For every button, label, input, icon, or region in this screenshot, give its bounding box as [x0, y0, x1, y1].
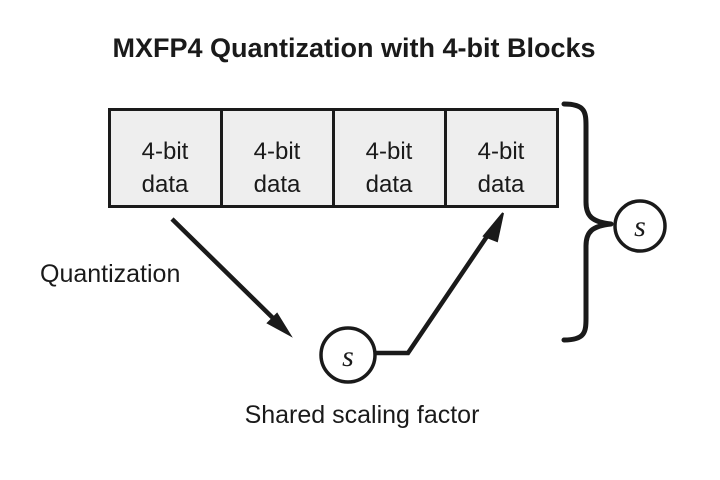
data-block-1-line2: data [142, 171, 189, 198]
block-row: 4-bit data 4-bit data 4-bit data 4-bit d… [108, 108, 559, 208]
data-block-4-line2: data [478, 171, 525, 198]
quantization-label: Quantization [40, 260, 180, 288]
data-block-1 [108, 108, 223, 208]
diagram-title: MXFP4 Quantization with 4-bit Blocks [112, 33, 595, 63]
scale-circle-right [613, 199, 667, 253]
quantization-arrow-head [266, 312, 293, 338]
data-block-1-line1: 4-bit [142, 138, 189, 165]
scale-symbol-bottom: s [342, 340, 354, 373]
scale-factor-badge-right: s [613, 199, 667, 253]
data-block-4-line1: 4-bit [478, 138, 525, 165]
scale-symbol-right: s [634, 210, 646, 243]
quantization-arrow-shaft [170, 217, 280, 325]
block-group-brace [561, 101, 614, 343]
data-block-2 [220, 108, 335, 208]
data-block-2-line2: data [254, 171, 301, 198]
scaling-factor-arrow-head [482, 212, 504, 243]
quantization-arrow [170, 217, 293, 338]
data-block-4 [444, 108, 559, 208]
data-block-3 [332, 108, 447, 208]
data-block-3-line2: data [366, 171, 413, 198]
shared-scaling-factor-label: Shared scaling factor [245, 401, 480, 429]
data-block-3-line1: 4-bit [366, 138, 413, 165]
scaling-factor-arrow [375, 212, 504, 356]
data-block-2-line1: 4-bit [254, 138, 301, 165]
scaling-factor-arrow-shaft [375, 227, 494, 356]
scale-factor-badge-bottom: s [319, 326, 377, 384]
